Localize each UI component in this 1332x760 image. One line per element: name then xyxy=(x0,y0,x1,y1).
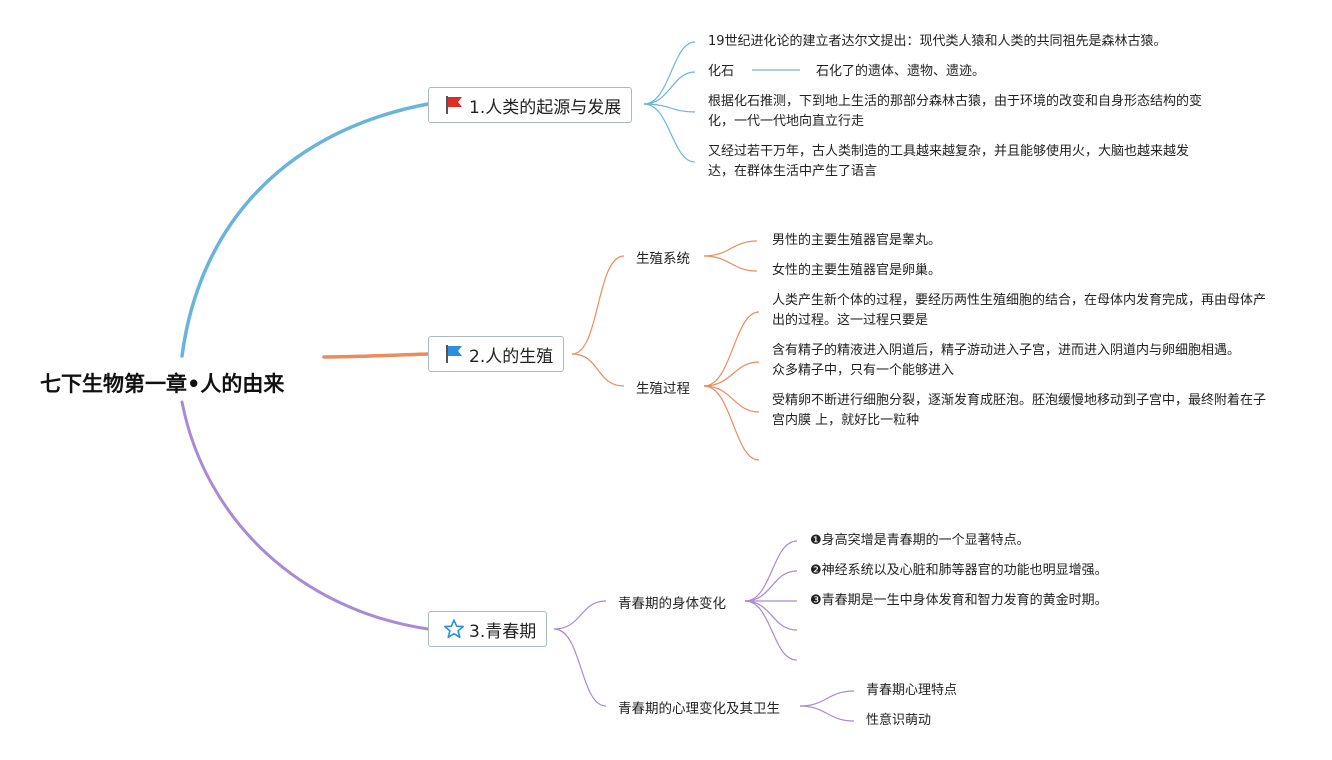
star-icon xyxy=(444,619,464,639)
blue-flag-icon xyxy=(446,345,462,363)
connector-root-to-branch-3 xyxy=(180,400,430,631)
leaf-golden-period[interactable]: ❸青春期是一生中身体发育和智力发育的黄金时期。 xyxy=(810,593,1108,608)
leaf-organ-function[interactable]: ❷神经系统以及心脏和肺等器官的功能也明显增强。 xyxy=(810,563,1108,578)
leaf-psych-traits[interactable]: 青春期心理特点 xyxy=(866,683,958,698)
sub-reproduction-process[interactable]: 生殖过程 xyxy=(636,381,690,397)
sub-physical-changes[interactable]: 青春期的身体变化 xyxy=(618,596,726,612)
leaf-fossil[interactable]: 化石 xyxy=(708,64,735,79)
root-topic[interactable]: 七下生物第一章•人的由来 xyxy=(40,372,285,396)
branch-3-topic[interactable]: 3.青春期 xyxy=(428,611,548,647)
leaf-process-overview[interactable]: 人类产生新个体的过程，要经历两性生殖细胞的结合，在母体内发育完成，再由母体产出的… xyxy=(772,293,1267,328)
branch-1-leaf-connectors xyxy=(643,41,800,163)
branch-1-label: 1.人类的起源与发展 xyxy=(469,97,622,118)
connector-root-to-branch-2 xyxy=(322,352,430,359)
branch-3-connectors xyxy=(553,540,855,722)
branch-2-label: 2.人的生殖 xyxy=(469,346,554,367)
leaf-height-growth[interactable]: ❶身高突增是青春期的一个显著特点。 xyxy=(810,533,1030,548)
leaf-embryo[interactable]: 受精卵不断进行细胞分裂，逐渐发育成胚泡。胚泡缓慢地移动到子宫中，最终附着在子宫内… xyxy=(772,393,1267,428)
branch-2-topic[interactable]: 2.人的生殖 xyxy=(428,336,565,372)
leaf-female-organ[interactable]: 女性的主要生殖器官是卵巢。 xyxy=(772,263,942,278)
leaf-fossil-definition[interactable]: 石化了的遗体、遗物、遗迹。 xyxy=(816,64,986,79)
leaf-sex-awareness[interactable]: 性意识萌动 xyxy=(866,713,932,728)
leaf-upright-walking[interactable]: 根据化石推测，下到地上生活的那部分森林古猿，由于环境的改变和自身形态结构的变化，… xyxy=(708,94,1203,129)
leaf-fertilization[interactable]: 含有精子的精液进入阴道后，精子游动进入子宫，进而进入阴道内与卵细胞相遇。众多精子… xyxy=(772,343,1241,378)
branch-3-label: 3.青春期 xyxy=(469,621,537,642)
leaf-darwin[interactable]: 19世纪进化论的建立者达尔文提出：现代类人猿和人类的共同祖先是森林古猿。 xyxy=(708,34,1167,49)
sub-psychological-changes[interactable]: 青春期的心理变化及其卫生 xyxy=(618,701,780,717)
sub-reproductive-system[interactable]: 生殖系统 xyxy=(636,251,690,267)
branch-1-topic[interactable]: 1.人类的起源与发展 xyxy=(428,87,633,123)
leaf-male-organ[interactable]: 男性的主要生殖器官是睾丸。 xyxy=(772,233,942,248)
connector-root-to-branch-1 xyxy=(180,102,430,358)
branch-2-connectors xyxy=(571,240,760,461)
leaf-tools-fire-language[interactable]: 又经过若干万年，古人类制造的工具越来越复杂，并且能够使用火，大脑也越来越发达，在… xyxy=(708,144,1190,179)
red-flag-icon xyxy=(446,96,462,114)
